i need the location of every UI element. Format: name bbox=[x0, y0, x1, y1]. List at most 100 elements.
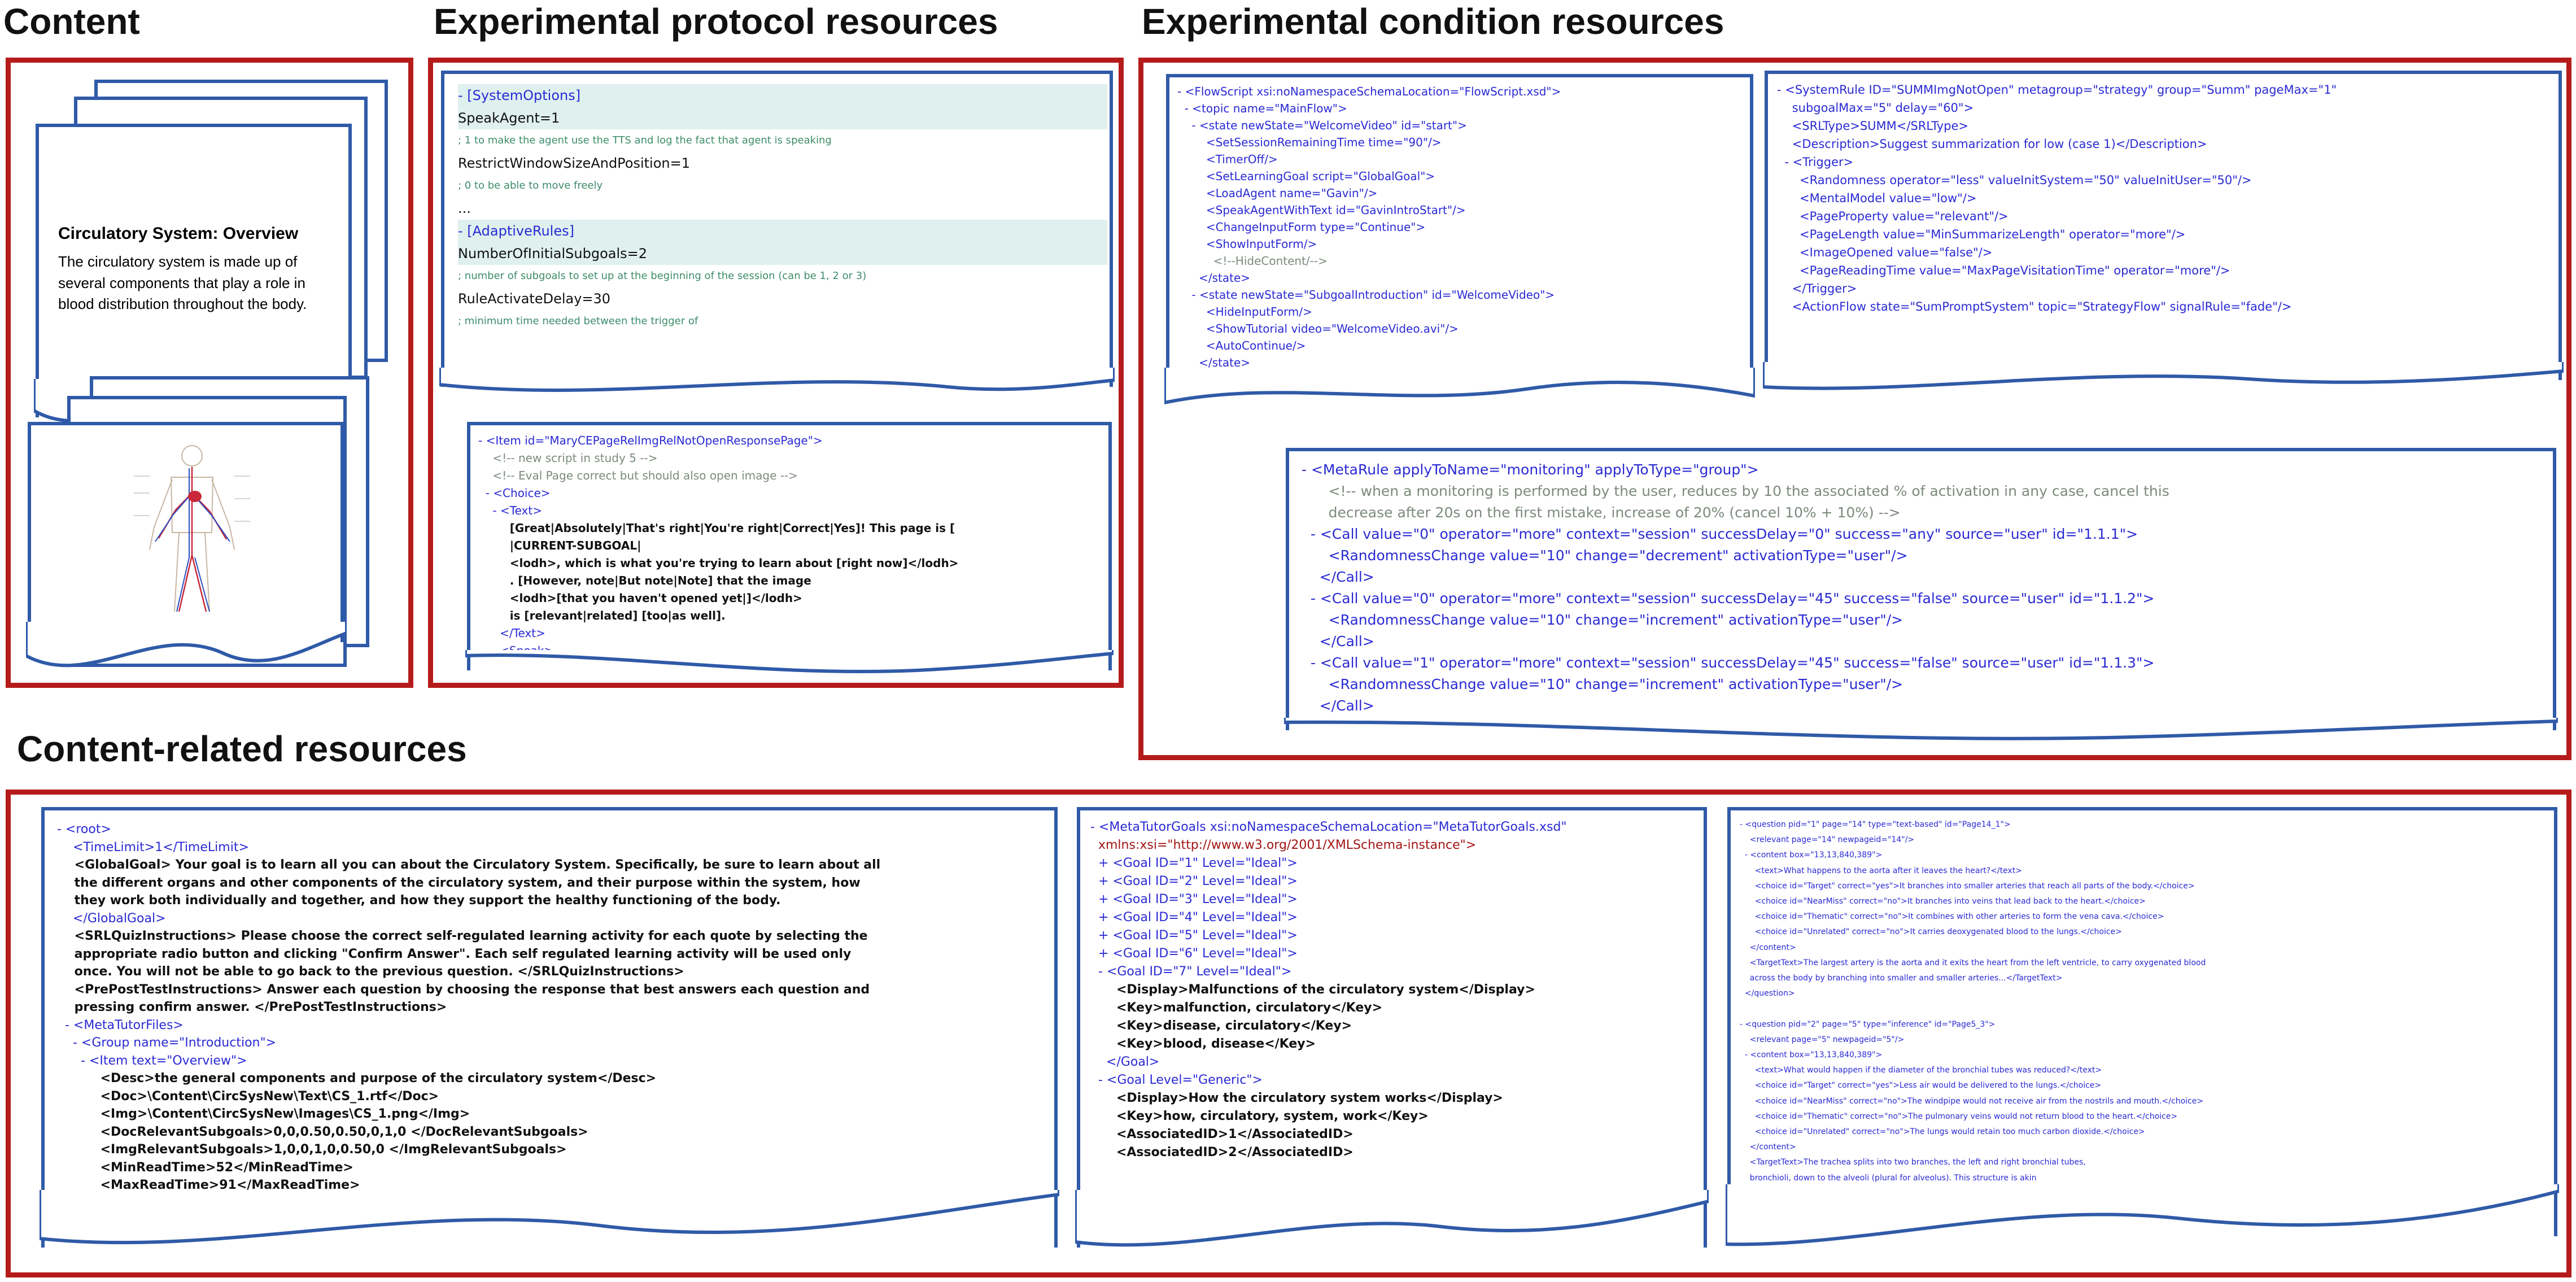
meta-rule-line: <RandomnessChange value="10" change="dec… bbox=[1302, 547, 1908, 564]
flowscript-line: <SpeakAgentWithText id="GavinIntroStart"… bbox=[1177, 203, 1466, 217]
goals-line: + <Goal ID="5" Level="Ideal"> bbox=[1090, 928, 1298, 943]
meta-rule-line: </Call> bbox=[1302, 569, 1374, 585]
goals-line: - <MetaTutorGoals xsi:noNamespaceSchemaL… bbox=[1090, 820, 1567, 834]
question-line: <relevant page="14" newpageid="14"/> bbox=[1740, 835, 1915, 845]
goals-file-doc: - <MetaTutorGoals xsi:noNamespaceSchemaL… bbox=[1077, 807, 1707, 1248]
script-line: <!-- Eval Page correct but should also o… bbox=[478, 469, 798, 482]
question-line: - <content box="13,13,840,389"> bbox=[1740, 1050, 1883, 1060]
question-line: <choice id="Target" correct="yes">Less a… bbox=[1740, 1081, 2102, 1091]
script-line: <!-- new script in study 5 --> bbox=[478, 451, 658, 465]
root-line: - <MetaTutorFiles> bbox=[57, 1018, 184, 1032]
meta-rule-line: - <Call value="0" operator="more" contex… bbox=[1302, 590, 2155, 607]
image-page bbox=[28, 422, 344, 642]
script-line: [Great|Absolutely|That's right|You're ri… bbox=[478, 521, 955, 535]
config-file-doc: - [SystemOptions] SpeakAgent=1 ; 1 to ma… bbox=[441, 71, 1113, 387]
meta-rule-line: - <MetaRule applyToName="monitoring" app… bbox=[1302, 461, 1759, 478]
script-line: is [relevant|related] [too|as well]. bbox=[478, 609, 726, 622]
question-line: </question> bbox=[1740, 989, 1795, 998]
question-line bbox=[1740, 1001, 2553, 1017]
goals-line: <AssociatedID>1</AssociatedID> bbox=[1090, 1127, 1354, 1141]
heading-condition: Experimental condition resources bbox=[1142, 1, 1724, 42]
rule-line: - <SystemRule ID="SUMMImgNotOpen" metagr… bbox=[1777, 83, 2337, 97]
flowscript-line: <AutoContinue/> bbox=[1177, 339, 1306, 352]
config-line: - [SystemOptions] bbox=[458, 84, 1107, 107]
root-line: pressing confirm answer. </PrePostTestIn… bbox=[57, 1000, 447, 1014]
script-line: - <Choice> bbox=[478, 486, 551, 500]
rule-line: - <Trigger> bbox=[1777, 155, 1854, 169]
root-line: appropriate radio button and clicking "C… bbox=[57, 947, 852, 961]
rule-line: <PageLength value="MinSummarizeLength" o… bbox=[1777, 228, 2186, 241]
condition-panel: - <FlowScript xsi:noNamespaceSchemaLocat… bbox=[1138, 58, 2571, 760]
root-file-text: - <root> <TimeLimit>1</TimeLimit> <Globa… bbox=[57, 821, 1051, 1212]
meta-rule-doc: - <MetaRule applyToName="monitoring" app… bbox=[1286, 448, 2556, 730]
config-line: ... bbox=[458, 200, 471, 216]
heading-content-related: Content-related resources bbox=[17, 729, 467, 769]
question-line: <TargetText>The trachea splits into two … bbox=[1740, 1158, 2086, 1167]
config-line: ; minimum time needed between the trigge… bbox=[458, 315, 698, 327]
meta-rule-text: - <MetaRule applyToName="monitoring" app… bbox=[1302, 459, 2549, 717]
flowscript-line: - <state newState="WelcomeVideo" id="sta… bbox=[1177, 119, 1467, 132]
script-line: . [However, note|But note|Note] that the… bbox=[478, 574, 811, 587]
goals-line: <Display>How the circulatory system work… bbox=[1090, 1091, 1503, 1105]
rule-line: <Description>Suggest summarization for l… bbox=[1777, 137, 2207, 151]
rule-line: </Trigger> bbox=[1777, 282, 1857, 295]
question-line: <relevant page="5" newpageid="5"/> bbox=[1740, 1035, 1905, 1044]
flowscript-doc: - <FlowScript xsi:noNamespaceSchemaLocat… bbox=[1166, 74, 1753, 390]
concept-page: Circulatory System: Overview The circula… bbox=[36, 124, 352, 417]
meta-rule-line: - <Call value="1" operator="more" contex… bbox=[1302, 655, 2155, 671]
question-line: <choice id="Thematic" correct="no">The p… bbox=[1740, 1111, 2178, 1121]
root-line: they work both individually and together… bbox=[57, 893, 781, 908]
flowscript-line: <ChangeInputForm type="Continue"> bbox=[1177, 220, 1426, 234]
question-line: <choice id="NearMiss" correct="no">It br… bbox=[1740, 897, 2146, 906]
flowscript-line: - <FlowScript xsi:noNamespaceSchemaLocat… bbox=[1177, 85, 1561, 98]
flowscript-line: </state> bbox=[1177, 271, 1251, 285]
root-line: <Doc>\Content\CircSysNew\Text\CS_1.rtf</… bbox=[57, 1089, 439, 1104]
root-line: - <Item text="Overview"> bbox=[57, 1053, 247, 1068]
flowscript-line: <TimerOff/> bbox=[1177, 152, 1278, 166]
question-line: </content> bbox=[1740, 943, 1796, 952]
question-line: smaller branches.</TargetText> bbox=[1740, 1188, 1877, 1198]
meta-rule-line: </Call> bbox=[1302, 697, 1374, 714]
rule-line: <Randomness operator="less" valueInitSys… bbox=[1777, 173, 2252, 187]
root-line: <DocRelevantSubgoals>0,0,0.50,0.50,0,1,0… bbox=[57, 1124, 588, 1139]
goals-line: + <Goal ID="3" Level="Ideal"> bbox=[1090, 892, 1298, 906]
root-line: - <root> bbox=[57, 822, 111, 836]
protocol-script-text: - <Item id="MaryCEPageRelImgRelNotOpenRe… bbox=[478, 432, 1105, 660]
goals-line: + <Goal ID="2" Level="Ideal"> bbox=[1090, 874, 1298, 888]
config-line: ; number of subgoals to set up at the be… bbox=[458, 270, 867, 282]
root-line: the different organs and other component… bbox=[57, 875, 861, 890]
root-line: <Img>\Content\CircSysNew\Images\CS_1.png… bbox=[57, 1107, 470, 1121]
root-line: <ImgRelevantSubgoals>1,0,0,1,0,0.50,0 </… bbox=[57, 1143, 567, 1157]
questions-file-doc: - <question pid="1" page="14" type="text… bbox=[1727, 807, 2557, 1236]
question-line: <choice id="NearMiss" correct="no">The w… bbox=[1740, 1096, 2204, 1106]
meta-rule-line: decrease after 20s on the first mistake,… bbox=[1302, 504, 1901, 521]
question-line: <choice id="Thematic" correct="no">It co… bbox=[1740, 912, 2164, 922]
human-circulatory-figure-icon bbox=[134, 445, 250, 612]
script-line: <Speak> bbox=[478, 644, 554, 657]
question-line: - <question pid="1" page="14" type="text… bbox=[1740, 820, 2011, 829]
flowscript-line: - <topic name="MainFlow"> bbox=[1177, 102, 1347, 115]
goals-line: </Goal> bbox=[1090, 1055, 1160, 1069]
goals-line: + <Goal ID="6" Level="Ideal"> bbox=[1090, 947, 1298, 961]
root-line: <TimeLimit>1</TimeLimit> bbox=[57, 840, 249, 854]
rule-line: subgoalMax="5" delay="60"> bbox=[1777, 101, 1974, 115]
system-rule-text: - <SystemRule ID="SUMMImgNotOpen" metagr… bbox=[1777, 81, 2556, 316]
root-line: <Good4Inf>0</Good4Inf> bbox=[57, 1196, 283, 1210]
rule-line: <PageProperty value="relevant"/> bbox=[1777, 210, 2009, 223]
config-line: NumberOfInitialSubgoals=2 bbox=[458, 242, 1107, 265]
goals-line: <Key>malfunction, circulatory</Key> bbox=[1090, 1001, 1383, 1015]
meta-rule-line: <RandomnessChange value="10" change="inc… bbox=[1302, 612, 1903, 628]
question-line: <text>What would happen if the diameter … bbox=[1740, 1066, 2102, 1075]
content-related-panel: - <root> <TimeLimit>1</TimeLimit> <Globa… bbox=[6, 790, 2571, 1277]
question-line: </content> bbox=[1740, 1143, 1796, 1152]
config-line: RuleActivateDelay=30 bbox=[458, 291, 611, 307]
flowscript-line: - <state newState="SubgoalIntroduction" … bbox=[1177, 288, 1555, 302]
question-line: across the body by branching into smalle… bbox=[1740, 974, 2063, 983]
goals-file-text: - <MetaTutorGoals xsi:noNamespaceSchemaL… bbox=[1090, 818, 1700, 1162]
config-line: ; 1 to make the agent use the TTS and lo… bbox=[458, 134, 832, 146]
meta-rule-line: <!-- when a monitoring is performed by t… bbox=[1302, 483, 2169, 499]
heading-protocol: Experimental protocol resources bbox=[434, 1, 998, 42]
root-line: once. You will not be able to go back to… bbox=[57, 965, 684, 979]
goals-line: xmlns:xsi="http://www.w3.org/2001/XMLSch… bbox=[1090, 838, 1477, 852]
flowscript-line: <!--HideContent/--> bbox=[1177, 254, 1328, 268]
